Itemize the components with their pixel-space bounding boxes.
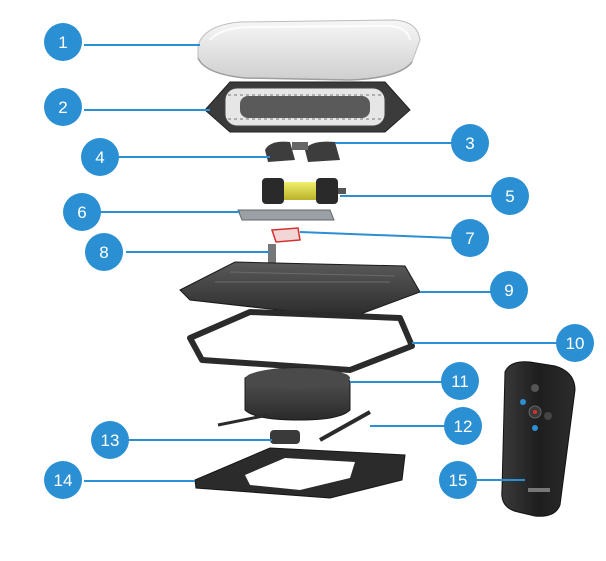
fan-brackets xyxy=(265,141,340,162)
callout-circle xyxy=(556,324,594,362)
mounting-plate xyxy=(237,209,335,221)
callout-number: 5 xyxy=(505,187,514,206)
callout-number: 7 xyxy=(465,229,474,248)
callout-circle xyxy=(63,193,101,231)
post xyxy=(268,244,276,266)
callout-number: 13 xyxy=(101,431,120,450)
dome-lid xyxy=(197,19,421,81)
callout-number: 14 xyxy=(54,471,73,490)
callout-circle xyxy=(451,124,489,162)
callout-3: 3 xyxy=(451,124,489,162)
callout-circle xyxy=(85,233,123,271)
callout-circle xyxy=(81,138,119,176)
leader-lines xyxy=(84,44,559,482)
callout-number: 12 xyxy=(454,417,473,436)
callout-number: 8 xyxy=(99,243,108,262)
callout-number: 3 xyxy=(465,134,474,153)
trim-plate xyxy=(194,447,406,499)
callout-1: 1 xyxy=(44,23,82,61)
base-housing xyxy=(179,261,421,319)
callout-number: 1 xyxy=(58,33,67,52)
gasket xyxy=(187,309,415,373)
callout-7: 7 xyxy=(451,219,489,257)
callout-5: 5 xyxy=(491,177,529,215)
callout-number: 15 xyxy=(449,471,468,490)
callout-circle xyxy=(91,421,129,459)
callout-15: 15 xyxy=(439,461,477,499)
callout-13: 13 xyxy=(91,421,129,459)
callout-circle xyxy=(490,271,528,309)
callout-number: 6 xyxy=(77,203,86,222)
callout-circle xyxy=(439,461,477,499)
callout-9: 9 xyxy=(490,271,528,309)
callout-circle xyxy=(451,219,489,257)
callout-number: 9 xyxy=(504,281,513,300)
callout-circle xyxy=(441,362,479,400)
callout-number: 4 xyxy=(95,148,104,167)
callout-circle xyxy=(491,177,529,215)
callout-circle xyxy=(44,23,82,61)
callout-10: 10 xyxy=(556,324,594,362)
remote-control xyxy=(501,361,576,517)
small-block xyxy=(270,430,300,444)
callout-11: 11 xyxy=(441,362,479,400)
callout-6: 6 xyxy=(63,193,101,231)
fan-motor xyxy=(262,178,346,204)
callout-4: 4 xyxy=(81,138,119,176)
screen-frame xyxy=(204,81,411,133)
rod-right xyxy=(319,410,371,442)
red-clip xyxy=(270,227,301,243)
callout-circle xyxy=(44,461,82,499)
callout-14: 14 xyxy=(44,461,82,499)
callout-2: 2 xyxy=(44,88,82,126)
callout-circle xyxy=(44,88,82,126)
callout-number: 11 xyxy=(451,372,469,391)
callout-circle xyxy=(444,407,482,445)
callout-number: 10 xyxy=(566,334,585,353)
motor-housing xyxy=(244,367,351,421)
callout-12: 12 xyxy=(444,407,482,445)
rod-left xyxy=(217,413,269,427)
callout-8: 8 xyxy=(85,233,123,271)
callout-number: 2 xyxy=(58,98,67,117)
